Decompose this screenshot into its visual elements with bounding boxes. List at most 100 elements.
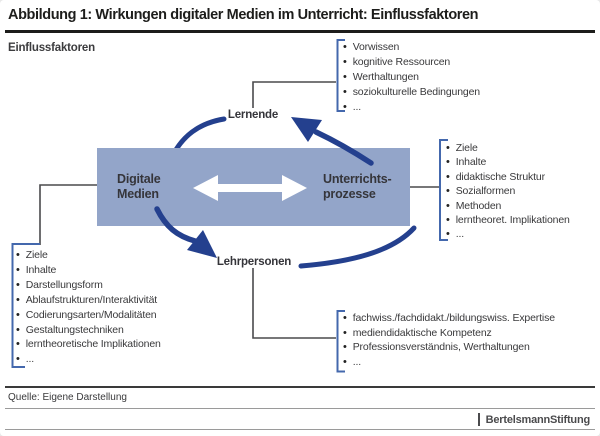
list-item: • Ablaufstrukturen/Interaktivität: [16, 293, 161, 308]
connector-digitale-medien: [39, 184, 97, 245]
bullet-icon: •: [16, 278, 20, 291]
bullet-icon: •: [16, 263, 20, 276]
bullet-icon: •: [343, 101, 347, 113]
figure-title: Abbildung 1: Wirkungen digitaler Medien …: [8, 7, 479, 23]
bullet-icon: •: [16, 308, 20, 321]
footer-rule-thick: [5, 386, 595, 388]
logo-text-bertelsmann: Bertelsmann: [485, 413, 551, 426]
list-item-text: Codierungsarten/Modalitäten: [25, 308, 157, 321]
list-item-text: Werthaltungen: [352, 71, 419, 83]
node-lernende: Lernende: [227, 109, 279, 121]
logo-text-stiftung: Stiftung: [550, 413, 590, 426]
list-item: • Professionsverständnis, Werthaltungen: [343, 340, 555, 355]
bullet-icon: •: [446, 228, 450, 241]
list-item-text: ...: [352, 101, 362, 113]
list-item-text: Vorwissen: [352, 41, 400, 53]
bullet-icon: •: [343, 312, 347, 324]
factor-list-digitale-medien: • Ziele • Inhalte • Darstellungsform • Ablaufst…: [16, 248, 161, 367]
list-item-text: mediendidaktische Kompetenz: [352, 326, 492, 339]
bullet-icon: •: [446, 185, 450, 198]
bullet-icon: •: [16, 249, 20, 261]
list-item-text: Inhalte: [25, 263, 57, 276]
list-item-text: lerntheoret. Implikationen: [455, 214, 570, 227]
cycle-arc-bottom-right: [298, 225, 417, 269]
factor-list-unterrichtsprozesse: • Ziele • Inhalte • didaktische Struktur • Sozi…: [446, 141, 570, 242]
title-rule: [5, 30, 595, 33]
list-item-text: Darstellungsform: [25, 278, 103, 291]
digitale-medien-line1: Digitale: [117, 172, 161, 186]
list-item-text: Sozialformen: [455, 185, 516, 198]
list-item: • Ziele: [446, 141, 570, 155]
list-item: • kognitive Ressourcen: [343, 55, 480, 70]
list-item: • Darstellungsform: [16, 278, 161, 293]
bullet-icon: •: [343, 86, 347, 98]
central-band: Digitale Medien Unterrichts- prozesse: [97, 148, 410, 226]
connector-lernende: [252, 81, 336, 108]
list-item: • soziokulturelle Bedingungen: [343, 85, 480, 100]
bullet-icon: •: [343, 341, 347, 354]
list-item: • Inhalte: [446, 155, 570, 169]
connector-lehrpersonen: [252, 268, 336, 339]
list-item-text: fachwiss./fachdidakt./bildungswiss. Expe…: [352, 312, 555, 324]
arrowhead-to-lehrpersonen-icon: [187, 230, 217, 258]
list-item: • Ziele: [16, 248, 161, 263]
node-lehrpersonen: Lehrpersonen: [216, 256, 292, 268]
list-item: •...: [343, 355, 555, 370]
list-item: •...: [446, 227, 570, 241]
list-item-text: didaktische Struktur: [455, 170, 545, 183]
bullet-icon: •: [16, 293, 20, 306]
list-item: •...: [343, 100, 480, 115]
bullet-icon: •: [446, 156, 450, 169]
list-item: •...: [16, 352, 161, 367]
list-item-text: ...: [455, 228, 465, 241]
logo-bar-icon: [477, 413, 480, 426]
list-item-text: Ziele: [25, 249, 48, 261]
einflussfaktoren-label: Einflussfaktoren: [8, 42, 95, 54]
footer-rule-thin-1: [5, 408, 595, 409]
list-item: • mediendidaktische Kompetenz: [343, 326, 555, 341]
list-item-text: Ablaufstrukturen/Interaktivität: [25, 293, 158, 306]
bullet-icon: •: [446, 199, 450, 212]
list-item-text: kognitive Ressourcen: [352, 56, 451, 68]
list-item: • Vorwissen: [343, 40, 480, 55]
bullet-icon: •: [446, 170, 450, 183]
bullet-icon: •: [343, 326, 347, 339]
bullet-icon: •: [343, 56, 347, 68]
unterrichtsprozesse-line2: prozesse: [323, 187, 376, 201]
list-item: • lerntheoret. Implikationen: [446, 213, 570, 227]
list-item-text: ...: [352, 355, 362, 368]
bullet-icon: •: [343, 41, 347, 53]
list-item: • Sozialformen: [446, 184, 570, 198]
list-item: • Inhalte: [16, 263, 161, 278]
bullet-icon: •: [343, 71, 347, 83]
list-item-text: Inhalte: [455, 156, 487, 169]
list-item-text: ...: [25, 353, 35, 366]
list-item-text: soziokulturelle Bedingungen: [352, 86, 480, 98]
list-item-text: lerntheoretische Implikationen: [25, 338, 161, 351]
list-item: • Codierungsarten/Modalitäten: [16, 308, 161, 323]
bullet-icon: •: [343, 355, 347, 368]
factor-list-lehrpersonen: • fachwiss./fachdidakt./bildungswiss. Exp…: [343, 311, 555, 369]
unterrichtsprozesse-line1: Unterrichts-: [323, 172, 392, 186]
list-item-text: Methoden: [455, 199, 502, 212]
list-item: • didaktische Struktur: [446, 170, 570, 184]
bullet-icon: •: [446, 214, 450, 227]
list-item: • Methoden: [446, 199, 570, 213]
bullet-icon: •: [16, 323, 20, 336]
list-item: • lerntheoretische Implikationen: [16, 337, 161, 352]
source-note: Quelle: Eigene Darstellung: [8, 392, 127, 403]
list-item: • Gestaltungstechniken: [16, 323, 161, 338]
node-digitale-medien: Digitale Medien: [117, 172, 161, 202]
bullet-icon: •: [16, 353, 20, 366]
list-item: • Werthaltungen: [343, 70, 480, 85]
list-item-text: Professionsverständnis, Werthaltungen: [352, 341, 530, 354]
bullet-icon: •: [446, 142, 450, 154]
list-item-text: Gestaltungstechniken: [25, 323, 124, 336]
digitale-medien-line2: Medien: [117, 187, 159, 201]
node-unterrichtsprozesse: Unterrichts- prozesse: [323, 172, 392, 202]
footer-rule-thin-2: [5, 429, 595, 430]
list-item-text: Ziele: [455, 142, 478, 154]
bullet-icon: •: [16, 338, 20, 351]
